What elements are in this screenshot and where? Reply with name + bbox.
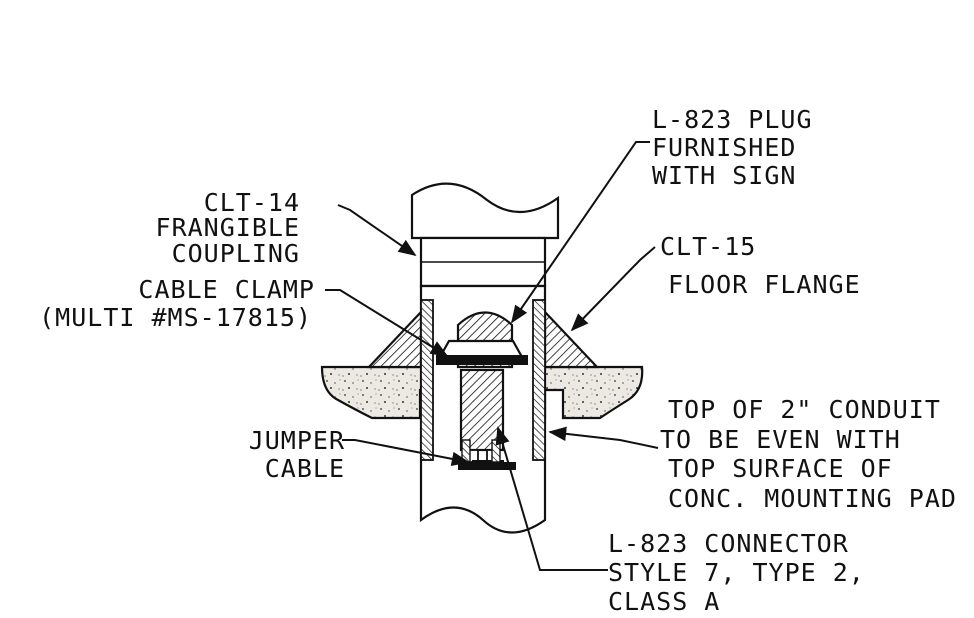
leader-clamp bbox=[325, 289, 449, 357]
label-plug-line-3: WITH SIGN bbox=[652, 161, 796, 190]
label-jumper: JUMPER CABLE bbox=[249, 426, 345, 483]
floor-flange-right bbox=[543, 309, 600, 369]
label-flange: CLT-15 FLOOR FLANGE bbox=[660, 232, 861, 299]
leader-jumper bbox=[342, 439, 470, 466]
leader-plug bbox=[510, 141, 650, 324]
floor-flange-left bbox=[366, 309, 423, 369]
label-plug: L-823 PLUG FURNISHED WITH SIGN bbox=[652, 105, 813, 190]
label-clamp: CABLE CLAMP (MULTI #MS-17815) bbox=[39, 275, 315, 332]
label-flange-line-1: CLT-15 bbox=[660, 232, 756, 261]
label-conduit-line-4: CONC. MOUNTING PAD bbox=[668, 484, 957, 513]
label-connector-line-3: CLASS A bbox=[608, 587, 720, 616]
label-flange-line-2: FLOOR FLANGE bbox=[668, 270, 861, 299]
l823-connector bbox=[459, 368, 505, 452]
leader-connector bbox=[495, 426, 608, 571]
label-jumper-line-1: JUMPER bbox=[249, 426, 345, 455]
label-conduit: TOP OF 2" CONDUIT TO BE EVEN WITH TOP SU… bbox=[660, 395, 957, 513]
label-conduit-line-2: TO BE EVEN WITH bbox=[660, 425, 901, 454]
label-coupling-line-1: CLT-14 bbox=[204, 188, 300, 217]
jumper-cable bbox=[458, 460, 516, 470]
label-conduit-line-3: TOP SURFACE OF bbox=[668, 454, 893, 483]
label-jumper-line-2: CABLE bbox=[265, 454, 345, 483]
label-clamp-line-1: CABLE CLAMP bbox=[138, 275, 315, 304]
cable-clamp bbox=[438, 339, 524, 359]
label-coupling-line-2: FRANGIBLE bbox=[156, 213, 300, 242]
label-connector-line-1: L-823 CONNECTOR bbox=[608, 529, 849, 558]
label-plug-line-2: FURNISHED bbox=[652, 133, 796, 162]
label-connector-line-2: STYLE 7, TYPE 2, bbox=[608, 558, 865, 587]
conduit-wall-left bbox=[420, 299, 434, 461]
sign-leg bbox=[410, 182, 560, 240]
label-plug-line-1: L-823 PLUG bbox=[652, 105, 813, 134]
label-coupling: CLT-14 FRANGIBLE COUPLING bbox=[156, 188, 300, 268]
conduit-wall-right bbox=[532, 299, 546, 461]
leader-flange bbox=[570, 246, 656, 332]
leader-coupling bbox=[337, 204, 417, 257]
label-clamp-line-2: (MULTI #MS-17815) bbox=[39, 303, 312, 332]
label-conduit-line-1: TOP OF 2" CONDUIT bbox=[668, 395, 941, 424]
leader-conduit bbox=[548, 426, 659, 449]
label-coupling-line-3: COUPLING bbox=[172, 239, 300, 268]
label-connector: L-823 CONNECTOR STYLE 7, TYPE 2, CLASS A bbox=[608, 529, 865, 616]
